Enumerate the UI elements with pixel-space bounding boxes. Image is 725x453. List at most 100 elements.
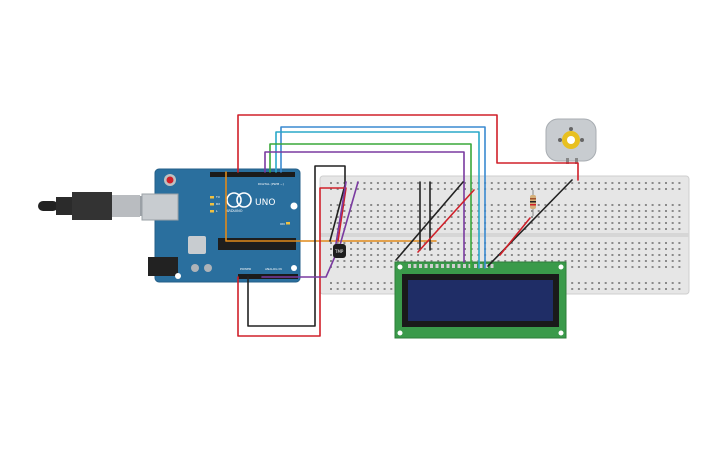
breadboard-hole	[644, 182, 647, 184]
breadboard-hole	[390, 260, 393, 262]
breadboard-hole	[611, 222, 614, 224]
breadboard-hole	[336, 204, 339, 206]
breadboard-hole	[490, 222, 493, 224]
breadboard-hole	[618, 254, 621, 256]
lcd-pin	[452, 264, 455, 268]
breadboard-hole	[376, 188, 379, 190]
breadboard-hole	[598, 266, 600, 268]
lcd-module	[394, 261, 567, 339]
breadboard-hole	[464, 248, 466, 250]
breadboard-hole	[531, 222, 533, 224]
breadboard-hole	[618, 204, 621, 206]
breadboard-hole	[464, 182, 466, 184]
breadboard-hole	[564, 228, 567, 230]
breadboard-hole	[517, 210, 520, 212]
breadboard-hole	[443, 260, 446, 262]
breadboard-hole	[537, 210, 540, 212]
breadboard-hole	[437, 188, 440, 190]
breadboard-hole	[356, 188, 359, 190]
breadboard-hole	[671, 282, 674, 284]
breadboard-hole	[490, 228, 493, 230]
breadboard-hole	[524, 248, 527, 250]
wire-red-diag-1	[417, 189, 475, 253]
breadboard-hole	[571, 188, 574, 190]
breadboard-hole	[557, 242, 560, 244]
breadboard-hole	[510, 228, 513, 230]
breadboard-hole	[423, 242, 426, 244]
breadboard-hole	[644, 222, 647, 224]
breadboard-hole	[591, 288, 594, 290]
breadboard-hole	[598, 188, 600, 190]
breadboard-hole	[443, 228, 446, 230]
breadboard-hole	[497, 204, 500, 206]
lcd-pin	[424, 264, 428, 268]
breadboard-hole	[524, 254, 527, 256]
breadboard-hole	[524, 228, 527, 230]
breadboard-hole	[531, 228, 533, 230]
breadboard-hole	[577, 248, 580, 250]
breadboard-hole	[604, 282, 607, 284]
breadboard-hole	[330, 260, 332, 262]
breadboard-hole	[350, 248, 353, 250]
led-tx-label: TX	[215, 195, 220, 199]
breadboard-hole	[658, 188, 661, 190]
breadboard-hole	[423, 228, 426, 230]
led-rx-label: RX	[216, 202, 220, 206]
breadboard-hole	[363, 260, 366, 262]
breadboard-hole	[457, 254, 460, 256]
breadboard-hole	[336, 188, 339, 190]
breadboard-hole	[363, 228, 366, 230]
breadboard-hole	[350, 228, 353, 230]
breadboard-hole	[618, 222, 621, 224]
breadboard-hole	[564, 248, 567, 250]
lcd-pin	[441, 264, 444, 268]
breadboard-hole	[504, 222, 507, 224]
breadboard-hole	[598, 254, 600, 256]
breadboard-hole	[397, 216, 399, 218]
breadboard-hole	[356, 242, 359, 244]
breadboard-hole	[531, 248, 533, 250]
breadboard-hole	[638, 210, 641, 212]
breadboard-hole	[577, 254, 580, 256]
breadboard-hole	[423, 248, 426, 250]
breadboard-hole	[457, 216, 460, 218]
breadboard-hole	[598, 204, 600, 206]
breadboard-hole	[417, 204, 420, 206]
breadboard-hole	[510, 222, 513, 224]
breadboard-hole	[638, 216, 641, 218]
breadboard-hole	[450, 248, 453, 250]
breadboard-hole	[658, 222, 661, 224]
breadboard-hole	[557, 216, 560, 218]
breadboard-hole	[658, 242, 661, 244]
breadboard-hole	[651, 242, 654, 244]
breadboard-hole	[457, 260, 460, 262]
breadboard-hole	[417, 248, 420, 250]
breadboard-hole	[631, 216, 634, 218]
breadboard-hole	[397, 222, 399, 224]
breadboard-hole	[611, 182, 614, 184]
breadboard-hole	[571, 216, 574, 218]
breadboard-hole	[410, 222, 413, 224]
breadboard-hole	[604, 260, 607, 262]
breadboard-hole	[343, 216, 346, 218]
breadboard-hole	[437, 260, 440, 262]
breadboard-hole	[370, 210, 373, 212]
wire-purple-sensor	[333, 181, 347, 257]
breadboard-hole	[504, 216, 507, 218]
breadboard-hole	[356, 204, 359, 206]
breadboard-hole	[598, 222, 600, 224]
breadboard-hole	[604, 210, 607, 212]
breadboard-hole	[584, 282, 587, 284]
breadboard-hole	[598, 210, 600, 212]
breadboard-hole	[350, 260, 353, 262]
breadboard-hole	[403, 216, 406, 218]
breadboard-hole	[417, 182, 420, 184]
breadboard-hole	[571, 222, 574, 224]
breadboard-hole	[604, 242, 607, 244]
breadboard-hole	[363, 182, 366, 184]
breadboard-hole	[644, 204, 647, 206]
breadboard-hole	[376, 248, 379, 250]
breadboard-hole	[464, 242, 466, 244]
breadboard-hole	[437, 222, 440, 224]
breadboard-hole	[591, 182, 594, 184]
